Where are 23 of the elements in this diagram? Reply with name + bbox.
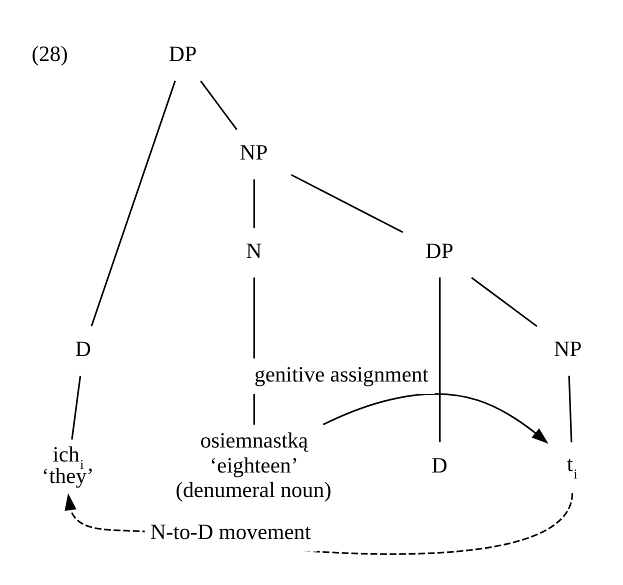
connector [439, 277, 441, 442]
node-text: N [246, 238, 262, 262]
connector [253, 178, 255, 228]
arrow [322, 392, 548, 444]
connector [471, 276, 538, 326]
node-text: DP [426, 238, 454, 262]
node-text: t$_{i}$ [566, 451, 578, 481]
node-text: NP [240, 140, 268, 164]
connector [200, 80, 238, 130]
connector [71, 375, 82, 440]
node-text: DP [168, 42, 197, 66]
node-text: ich$_{i}$ ‘they’ [42, 442, 94, 488]
node-text: NP [554, 336, 582, 361]
edge-label: genitive assignment [254, 362, 428, 386]
node-text: D [432, 452, 448, 477]
edge-label: N-to-D movement [150, 520, 311, 544]
connector [290, 174, 404, 232]
node-text: osiemnastką ‘eighteen’ (denumeral noun) [176, 428, 332, 502]
label: (28) [32, 42, 68, 66]
connector [568, 375, 572, 442]
node-text: D [75, 336, 92, 361]
connector [90, 80, 176, 326]
arrow [64, 492, 574, 554]
